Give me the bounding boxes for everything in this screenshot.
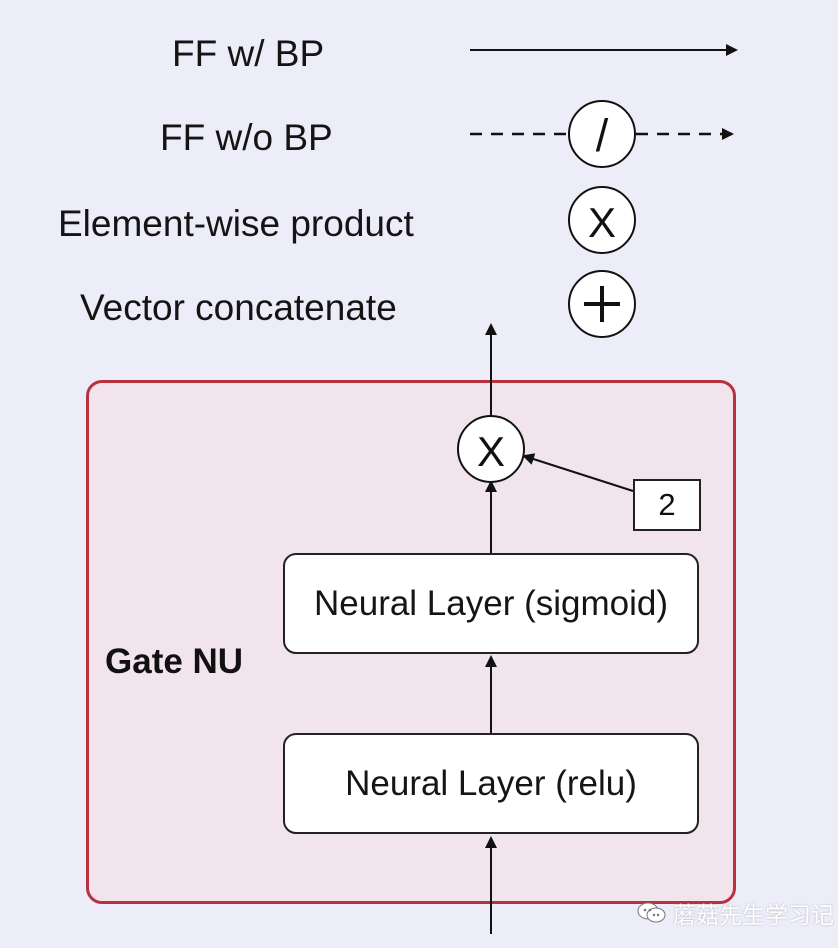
- gate-nu-title: Gate NU: [105, 642, 244, 681]
- legend-vector-concatenate-label: Vector concatenate: [80, 287, 397, 328]
- neural-layer-sigmoid-box: Neural Layer (sigmoid): [283, 553, 699, 654]
- neural-layer-relu-box: Neural Layer (relu): [283, 733, 699, 834]
- step-number-box: 2: [633, 479, 701, 531]
- legend-element-wise-product-icon: X: [568, 186, 636, 254]
- watermark-text: 蘑菇先生学习记: [673, 902, 834, 928]
- wechat-icon: [637, 902, 666, 923]
- legend-stop-gradient-icon: [568, 100, 636, 168]
- legend-ff-without-bp-arrow: /: [470, 100, 734, 168]
- watermark: 蘑菇先生学习记: [637, 896, 834, 930]
- step-two-pointer-arrow: [522, 453, 634, 492]
- legend-vector-concatenate-icon: [568, 270, 636, 338]
- gate-product-symbol: X: [477, 428, 505, 475]
- legend-ff-without-bp-label: FF w/o BP: [160, 117, 333, 158]
- legend-product-symbol: X: [588, 199, 616, 246]
- legend-element-wise-product-label: Element-wise product: [58, 203, 414, 244]
- legend-ff-with-bp-label: FF w/ BP: [172, 33, 325, 74]
- gate-element-wise-product-icon: X: [457, 415, 525, 483]
- legend-slash-symbol: /: [596, 110, 609, 161]
